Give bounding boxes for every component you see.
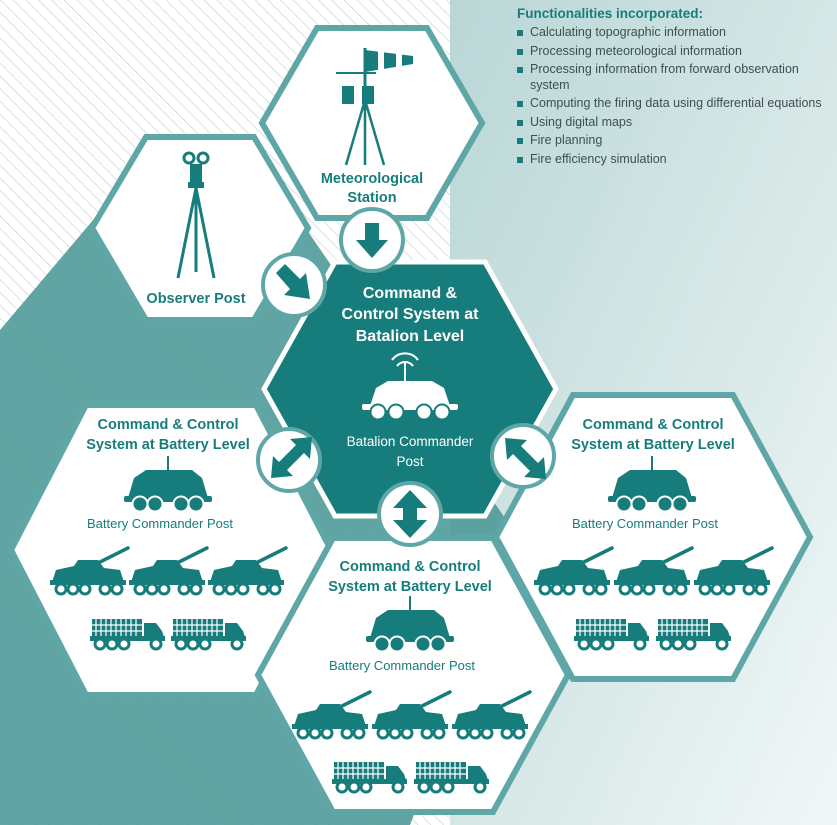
right-battery-title-line2: System at Battery Level: [571, 437, 735, 453]
functionality-item: Using digital maps: [517, 115, 835, 131]
left-battery-title-line1: Command & Control: [98, 417, 239, 433]
center-title-line2: Control System at: [342, 306, 480, 323]
functionality-item: Processing information from forward obse…: [517, 62, 835, 93]
rocket-launcher-truck-icon: [88, 617, 167, 651]
functionality-item: Fire planning: [517, 133, 835, 149]
right-battery-title-line1: Command & Control: [583, 417, 724, 433]
center-title-line3: Batalion Level: [356, 328, 464, 345]
rocket-launcher-truck-icon: [412, 760, 491, 794]
arrow-observer-to-center: [261, 252, 327, 318]
center-post-line2: Post: [396, 454, 423, 469]
functionality-item: Calculating topographic information: [517, 25, 835, 41]
functionalities-title: Functionalities incorporated:: [517, 6, 704, 21]
meteo-title-line1: Meteorological: [321, 171, 423, 187]
functionality-item: Computing the firing data using differen…: [517, 96, 835, 112]
arrow-center-right-battery: [490, 423, 556, 489]
rocket-launcher-truck-icon: [330, 760, 409, 794]
center-post-line1: Batalion Commander: [347, 434, 474, 449]
wind-sock-icon: [336, 48, 413, 166]
tripod-binoculars-icon: [176, 151, 216, 279]
left-battery-node: Command & Control System at Battery Leve…: [7, 402, 335, 698]
arrow-center-bottom-battery: [377, 481, 443, 547]
batalion-node: Command & Control System at Batalion Lev…: [261, 259, 559, 519]
meteo-title-line2: Station: [347, 190, 396, 206]
armored-vehicle-radio-icon: [362, 352, 458, 421]
observer-title: Observer Post: [146, 291, 245, 307]
left-battery-post: Battery Commander Post: [87, 516, 233, 531]
observer-post-node: Observer Post: [88, 134, 312, 323]
meteorological-station-node: Meteorological Station: [258, 25, 486, 221]
center-title-line1: Command &: [363, 285, 458, 302]
arrow-center-left-battery: [256, 427, 322, 493]
right-battery-post: Battery Commander Post: [572, 516, 718, 531]
rocket-launcher-truck-icon: [654, 617, 733, 651]
functionalities-panel: Functionalities incorporated: Calculatin…: [517, 6, 835, 170]
right-battery-node: Command & Control System at Battery Leve…: [492, 392, 814, 682]
bottom-battery-title-line2: System at Battery Level: [328, 579, 492, 595]
rocket-launcher-truck-icon: [169, 617, 248, 651]
functionality-item: Processing meteorological information: [517, 44, 835, 60]
bottom-battery-post: Battery Commander Post: [329, 658, 475, 673]
rocket-launcher-truck-icon: [572, 617, 651, 651]
functionalities-list: Calculating topographic information Proc…: [517, 25, 835, 167]
left-battery-title-line2: System at Battery Level: [86, 437, 250, 453]
functionality-item: Fire efficiency simulation: [517, 152, 835, 168]
bottom-battery-title-line1: Command & Control: [340, 559, 481, 575]
bottom-battery-node: Command & Control System at Battery Leve…: [254, 535, 572, 815]
arrow-meteo-to-center: [339, 207, 405, 273]
